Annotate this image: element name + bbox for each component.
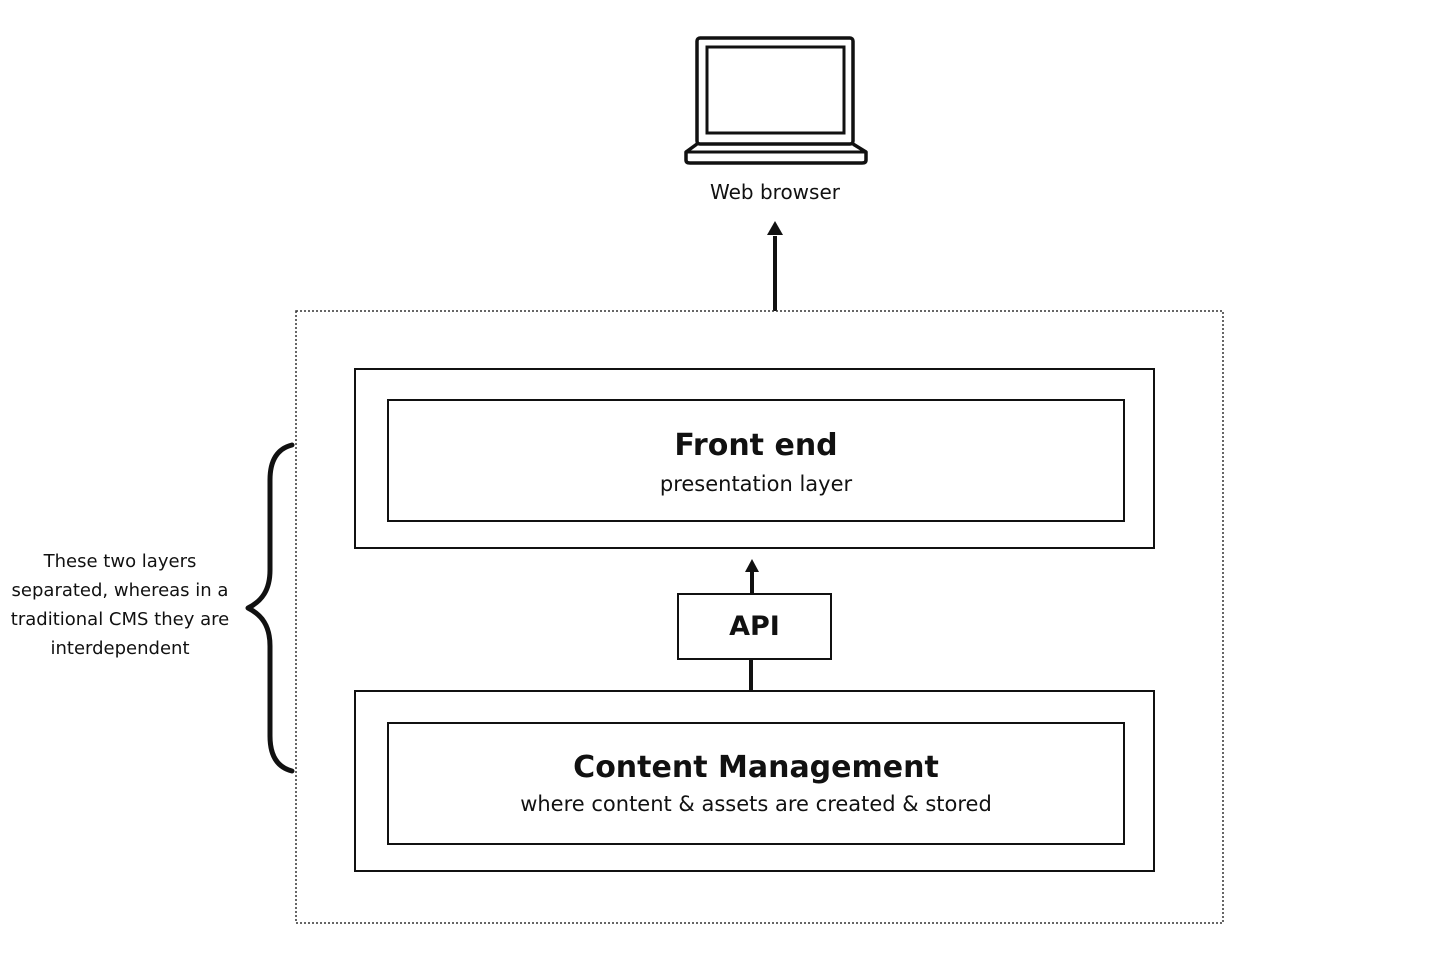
frontend-title: Front end <box>674 428 838 463</box>
cms-title: Content Management <box>573 750 939 785</box>
frontend-outer-box <box>354 368 1155 549</box>
cms-outer-box <box>354 690 1155 872</box>
api-box <box>677 593 832 660</box>
side-note: These two layers separated, whereas in a… <box>10 551 230 659</box>
arrow-to-browser <box>767 221 783 311</box>
frontend-subtitle: presentation layer <box>659 472 853 496</box>
arrow-api-to-frontend <box>745 559 759 594</box>
headless-cms-boundary <box>295 310 1224 924</box>
browser-label: Web browser <box>710 180 840 204</box>
cms-subtitle: where content & assets are created & sto… <box>520 792 992 816</box>
curly-brace <box>245 442 295 774</box>
frontend-inner-box <box>387 399 1125 522</box>
api-label: API <box>729 611 780 642</box>
cms-inner-box <box>387 722 1125 845</box>
laptop-icon <box>684 36 868 165</box>
